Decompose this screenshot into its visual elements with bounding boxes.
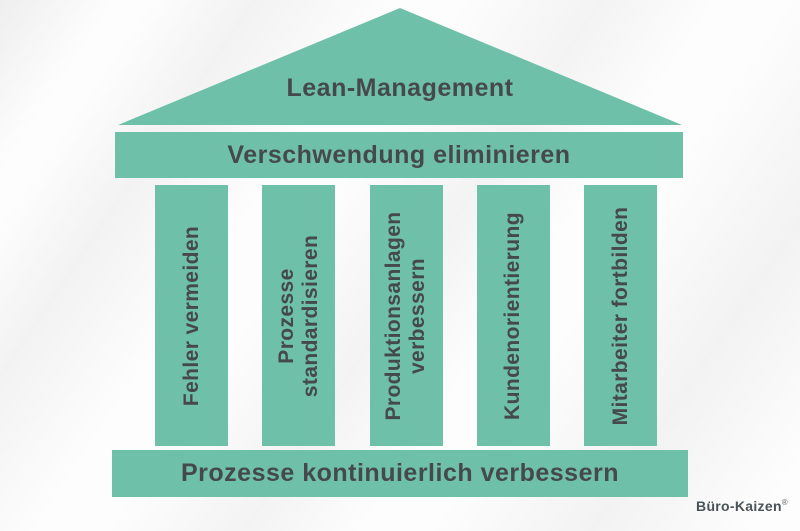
pillar-label: Kundenorientierung [501,211,525,420]
brand-logo: Büro-Kaizen® [696,498,788,514]
pillar-produktionsanlagen-verbessern: Produktionsanlagen verbessern [369,185,443,446]
roof-triangle: Lean-Management [118,8,682,125]
pillar-mitarbeiter-fortbilden: Mitarbeiter fortbilden [584,185,657,446]
pillar-label: Mitarbeiter fortbilden [608,206,632,425]
pillar-label: Produktionsanlagen verbessern [381,210,429,421]
pillar-fehler-vermeiden: Fehler vermeiden [155,185,228,446]
beam-label: Verschwendung eliminieren [227,140,571,169]
brand-name: Büro-Kaizen [696,498,782,514]
roof-label: Lean-Management [286,74,514,102]
pillar-kundenorientierung: Kundenorientierung [476,185,550,446]
pillars-row: Fehler vermeiden Prozesse standardisiere… [155,185,657,446]
foundation-base: Prozesse kontinuierlich verbessern [112,450,688,497]
architrave-beam: Verschwendung eliminieren [115,132,683,178]
pillar-prozesse-standardisieren: Prozesse standardisieren [262,185,336,446]
base-label: Prozesse kontinuierlich verbessern [180,459,619,487]
registered-trademark-icon: ® [781,498,788,508]
pillar-label: Fehler vermeiden [179,225,203,406]
pillar-label: Prozesse standardisieren [274,234,322,397]
